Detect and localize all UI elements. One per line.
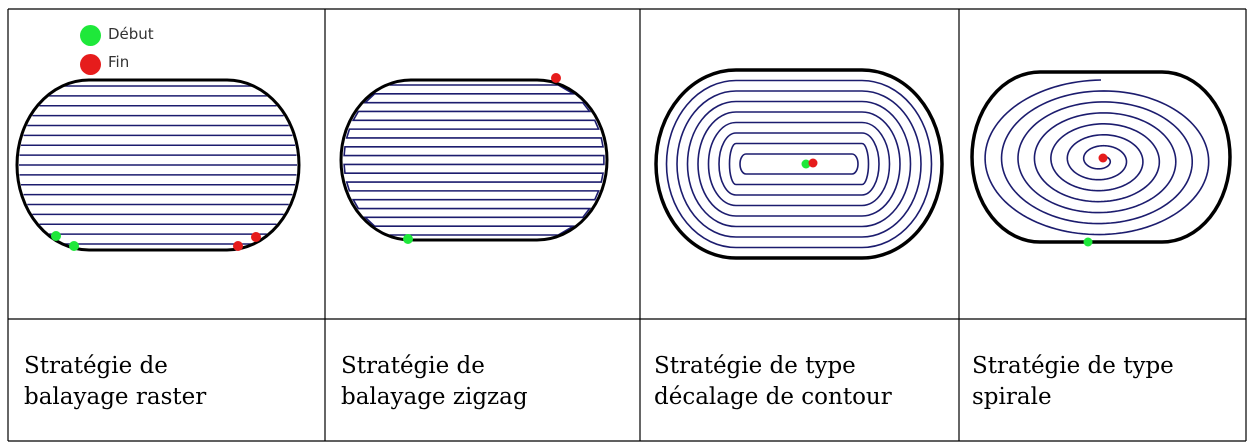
- part-contour: [15, 78, 301, 252]
- caption-raster-line1: Stratégie de: [24, 353, 168, 379]
- zigzag-toolpath: [343, 84, 605, 236]
- part-contour: [970, 70, 1232, 244]
- start-marker-icon: [1083, 237, 1093, 247]
- caption-zigzag-line2: balayage zigzag: [341, 384, 528, 410]
- end-marker-icon: [1098, 153, 1108, 163]
- caption-raster-line2: balayage raster: [24, 384, 207, 410]
- part-contour: [654, 68, 944, 260]
- spiral-toolpath: [984, 79, 1210, 236]
- offset-contour-pass: [665, 79, 933, 249]
- start-marker-icon: [69, 241, 79, 251]
- end-marker-icon: [251, 232, 261, 242]
- end-marker-icon: [551, 73, 561, 83]
- end-marker-icon: [808, 158, 818, 168]
- offset-contour-pass: [676, 90, 922, 238]
- start-marker-icon: [51, 231, 61, 241]
- raster-diagram: [15, 78, 301, 252]
- offset-contour-pass: [718, 132, 880, 196]
- offset-contour-pass: [728, 142, 870, 186]
- offset-contour-pass: [707, 121, 891, 207]
- offset-contour-pass: [739, 153, 859, 175]
- caption-spiral-line2: spirale: [972, 384, 1052, 410]
- caption-contour-offset: Stratégie de type décalage de contour: [654, 351, 892, 413]
- spiral-diagram: [970, 70, 1232, 247]
- offset-contour-pass: [697, 111, 901, 217]
- contour-offset-diagram: [654, 68, 944, 260]
- zigzag-diagram: [339, 73, 609, 244]
- caption-spiral-line1: Stratégie de type: [972, 353, 1174, 379]
- start-marker-icon: [80, 25, 101, 46]
- end-marker-icon: [80, 54, 101, 75]
- caption-raster: Stratégie de balayage raster: [24, 351, 206, 413]
- caption-spiral: Stratégie de type spirale: [972, 351, 1174, 413]
- start-marker-icon: [403, 234, 413, 244]
- caption-contour-line1: Stratégie de type: [654, 353, 856, 379]
- legend-start-label: Début: [108, 25, 154, 43]
- caption-zigzag: Stratégie de balayage zigzag: [341, 351, 528, 413]
- caption-zigzag-line1: Stratégie de: [341, 353, 485, 379]
- start-marker-icon: [801, 159, 811, 169]
- legend-end-label: Fin: [108, 53, 130, 71]
- part-contour: [339, 78, 609, 242]
- offset-contour-pass: [686, 100, 912, 228]
- caption-contour-line2: décalage de contour: [654, 384, 892, 410]
- end-marker-icon: [233, 241, 243, 251]
